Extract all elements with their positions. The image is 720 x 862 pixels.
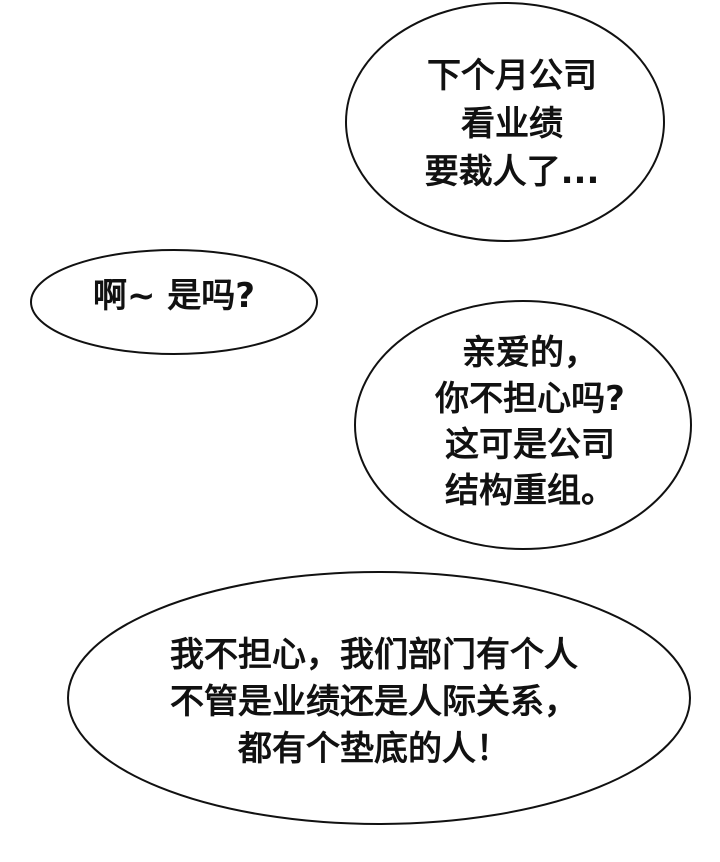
speech-bubble-4 [67, 571, 691, 825]
text-line: 下个月公司 [427, 56, 597, 96]
bubble-1-text: 下个月公司 看业绩 要裁人了... [425, 52, 600, 196]
text-line: 看业绩 [461, 104, 563, 144]
text-line: 啊~ 是吗? [92, 276, 256, 316]
speech-bubble-2 [30, 249, 318, 355]
text-line: 要裁人了... [424, 152, 600, 192]
bubble-2-text: 啊~ 是吗? [93, 272, 255, 320]
text-line: 都有个垫底的人！ [238, 729, 510, 769]
speech-bubble-1 [345, 2, 665, 242]
text-line: 我不担心，我们部门有个人 [170, 635, 578, 675]
text-line: 不管是业绩还是人际关系， [170, 682, 578, 722]
bubble-4-text: 我不担心，我们部门有个人 不管是业绩还是人际关系， 都有个垫底的人！ [170, 632, 578, 773]
text-line: 亲爱的， [461, 333, 598, 373]
speech-bubble-3 [354, 300, 692, 550]
text-line: 你不担心吗? [435, 379, 625, 419]
bubble-3-text: 亲爱的， 你不担心吗? 这可是公司 结构重组。 [435, 330, 625, 514]
text-line: 这可是公司 [444, 425, 615, 465]
text-line: 结构重组。 [444, 471, 615, 511]
